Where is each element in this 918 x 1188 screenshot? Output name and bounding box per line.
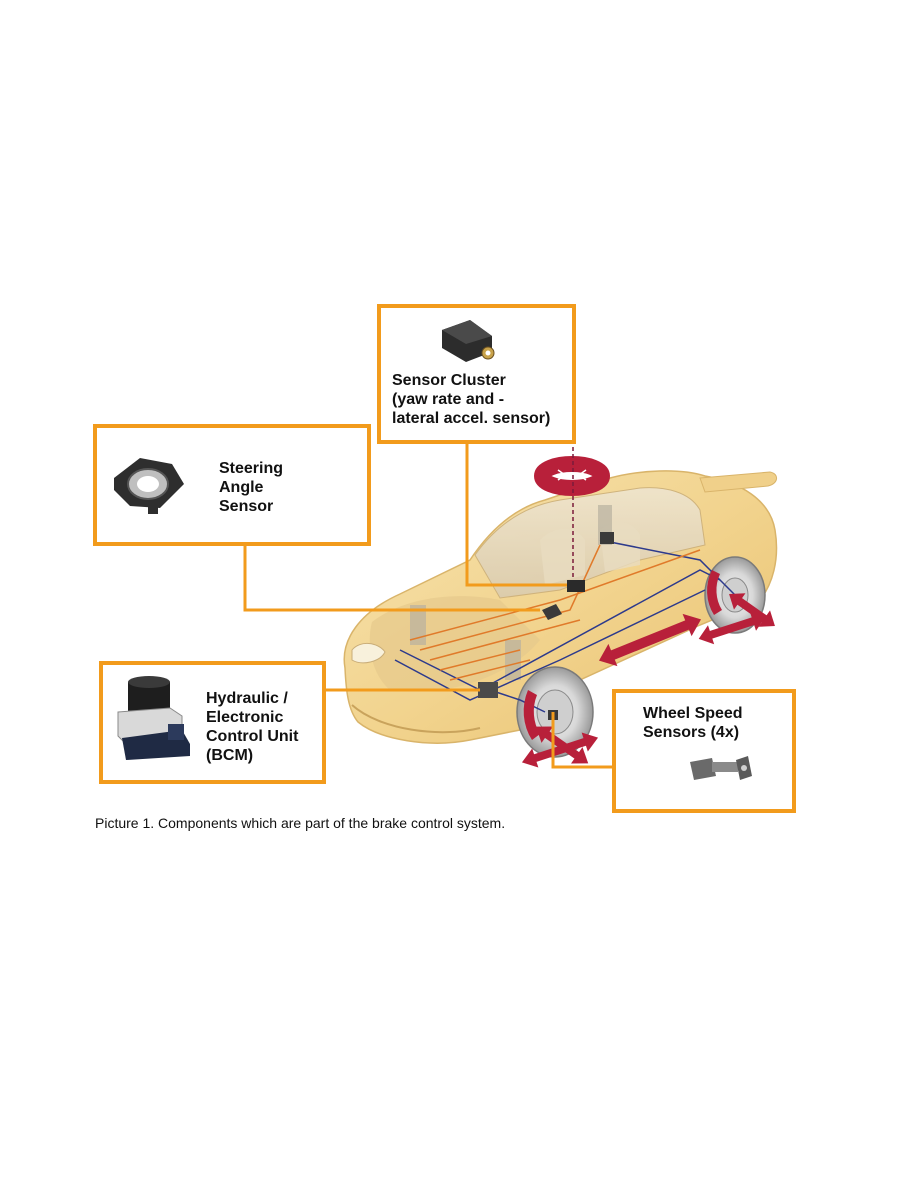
car-components <box>478 532 614 720</box>
figure-caption: Picture 1. Components which are part of … <box>95 815 506 831</box>
wheel-speed-sensors-callout: Wheel Speed Sensors (4x) <box>612 689 796 813</box>
sensor-cluster-label-3: lateral accel. sensor) <box>392 410 551 427</box>
hydraulic-label-1: Hydraulic / <box>206 690 288 707</box>
sensor-cluster-label-2: (yaw rate and - <box>392 391 505 408</box>
hydraulic-label-3: Control Unit <box>206 728 299 745</box>
steering-angle-sensor-callout: Steering Angle Sensor <box>93 424 371 546</box>
hydraulic-label-4: (BCM) <box>206 747 254 764</box>
sensor-cluster-callout: Sensor Cluster (yaw rate and - lateral a… <box>377 304 576 444</box>
steering-angle-label-3: Sensor <box>219 498 274 515</box>
hydraulic-label-2: Electronic <box>206 709 284 726</box>
steering-angle-label-1: Steering <box>219 460 284 477</box>
steering-angle-label-2: Angle <box>219 479 264 496</box>
hydraulic-control-unit-callout: Hydraulic / Electronic Control Unit (BCM… <box>99 661 326 784</box>
motion-arrows <box>521 570 775 768</box>
sensor-cluster-label-1: Sensor Cluster <box>392 372 506 389</box>
callout-leaders <box>243 442 615 769</box>
yaw-rotation-indicator <box>534 440 610 580</box>
wheel-speed-label-1: Wheel Speed <box>643 705 743 722</box>
wheel-speed-label-2: Sensors (4x) <box>643 724 740 741</box>
